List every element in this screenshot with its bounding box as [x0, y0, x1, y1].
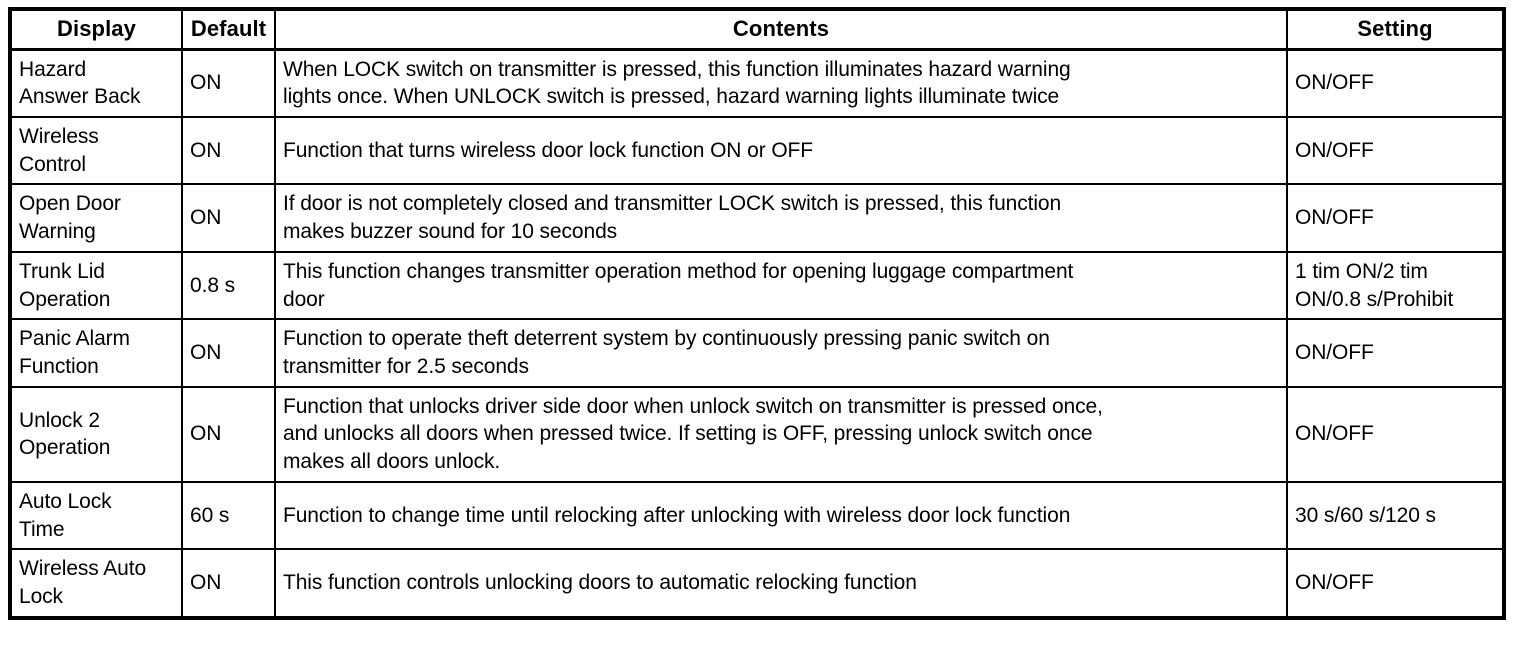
cell-setting: 30 s/60 s/120 s [1286, 480, 1505, 551]
display-line: Function [19, 354, 99, 378]
cell-display: Trunk Lid Operation [9, 250, 183, 321]
contents-line: and unlocks all doors when pressed twice… [283, 422, 1093, 446]
cell-contents: Function that unlocks driver side door w… [274, 385, 1288, 483]
cell-contents: Function to operate theft deterrent syst… [274, 318, 1288, 388]
table-row: Wireless Control ON Function that turns … [9, 115, 1505, 186]
cell-contents: Function to change time until relocking … [274, 480, 1288, 551]
cell-contents: Function that turns wireless door lock f… [274, 115, 1288, 186]
table-header: Display Default Contents Setting [9, 8, 1505, 51]
table-row: Open Door Warning ON If door is not comp… [9, 183, 1505, 253]
contents-line: makes all doors unlock. [283, 450, 501, 474]
display-line: Open Door [19, 192, 121, 216]
cell-display: Open Door Warning [9, 183, 183, 253]
table-row: Trunk Lid Operation 0.8 s This function … [9, 250, 1505, 321]
contents-line: This function controls unlocking doors t… [283, 571, 917, 595]
table-row: Unlock 2 Operation ON Function that unlo… [9, 385, 1505, 483]
setting-line: 30 s/60 s/120 s [1295, 503, 1436, 527]
cell-default: ON [181, 48, 276, 118]
cell-contents: When LOCK switch on transmitter is press… [274, 48, 1288, 118]
display-line: Time [19, 517, 65, 541]
cell-setting: ON/OFF [1286, 48, 1505, 118]
setting-line: ON/OFF [1295, 422, 1374, 446]
cell-setting: ON/OFF [1286, 183, 1505, 253]
cell-display: Auto Lock Time [9, 480, 183, 551]
cell-contents: If door is not completely closed and tra… [274, 183, 1288, 253]
column-header-display: Display [9, 8, 183, 51]
contents-line: lights once. When UNLOCK switch is press… [283, 85, 1060, 109]
cell-display: Unlock 2 Operation [9, 385, 183, 483]
cell-contents: This function changes transmitter operat… [274, 250, 1288, 321]
cell-setting: ON/OFF [1286, 115, 1505, 186]
table-row: Wireless Auto Lock ON This function cont… [9, 548, 1505, 619]
display-line: Operation [19, 287, 111, 311]
setting-line: ON/OFF [1295, 206, 1374, 230]
display-line: Trunk Lid [19, 259, 105, 283]
display-line: Panic Alarm [19, 327, 130, 351]
contents-line: makes buzzer sound for 10 seconds [283, 220, 618, 244]
cell-setting: ON/OFF [1286, 318, 1505, 388]
display-line: Auto Lock [19, 489, 112, 513]
contents-line: Function to operate theft deterrent syst… [283, 327, 1050, 351]
column-header-contents: Contents [274, 8, 1288, 51]
contents-line: door [283, 287, 325, 311]
display-line: Operation [19, 436, 111, 460]
cell-setting: ON/OFF [1286, 548, 1505, 619]
cell-display: Wireless Auto Lock [9, 548, 183, 619]
cell-default: ON [181, 115, 276, 186]
display-line: Control [19, 152, 86, 176]
contents-line: When LOCK switch on transmitter is press… [283, 57, 1071, 81]
display-line: Wireless Auto [19, 557, 147, 581]
table-row: Auto Lock Time 60 s Function to change t… [9, 480, 1505, 551]
cell-default: 60 s [181, 480, 276, 551]
table-row: Panic Alarm Function ON Function to oper… [9, 318, 1505, 388]
cell-default: ON [181, 548, 276, 619]
display-line: Answer Back [19, 85, 141, 109]
cell-default: ON [181, 183, 276, 253]
setting-line: ON/OFF [1295, 571, 1374, 595]
display-line: Hazard [19, 57, 87, 81]
column-header-setting: Setting [1286, 8, 1505, 51]
cell-display: Panic Alarm Function [9, 318, 183, 388]
table-body: Hazard Answer Back ON When LOCK switch o… [9, 48, 1505, 619]
setting-line: ON/0.8 s/Prohibit [1295, 287, 1454, 311]
contents-line: Function that unlocks driver side door w… [283, 394, 1103, 418]
cell-setting: ON/OFF [1286, 385, 1505, 483]
table-header-row: Display Default Contents Setting [9, 8, 1505, 51]
contents-line: Function to change time until relocking … [283, 503, 1071, 527]
setting-line: 1 tim ON/2 tim [1295, 259, 1428, 283]
cell-contents: This function controls unlocking doors t… [274, 548, 1288, 619]
contents-line: This function changes transmitter operat… [283, 259, 1074, 283]
cell-display: Wireless Control [9, 115, 183, 186]
wireless-door-lock-settings-table: Display Default Contents Setting Hazard … [8, 7, 1506, 620]
contents-line: transmitter for 2.5 seconds [283, 354, 529, 378]
cell-display: Hazard Answer Back [9, 48, 183, 118]
display-line: Wireless [19, 124, 99, 148]
cell-default: ON [181, 318, 276, 388]
setting-line: ON/OFF [1295, 341, 1374, 365]
display-line: Warning [19, 220, 96, 244]
display-line: Lock [19, 585, 63, 608]
cell-default: ON [181, 385, 276, 483]
cell-setting: 1 tim ON/2 tim ON/0.8 s/Prohibit [1286, 250, 1505, 321]
contents-line: If door is not completely closed and tra… [283, 192, 1062, 216]
contents-line: Function that turns wireless door lock f… [283, 138, 814, 162]
setting-line: ON/OFF [1295, 71, 1374, 95]
column-header-default: Default [181, 8, 276, 51]
display-line: Unlock 2 [19, 408, 100, 432]
setting-line: ON/OFF [1295, 138, 1374, 162]
cell-default: 0.8 s [181, 250, 276, 321]
table-row: Hazard Answer Back ON When LOCK switch o… [9, 48, 1505, 118]
